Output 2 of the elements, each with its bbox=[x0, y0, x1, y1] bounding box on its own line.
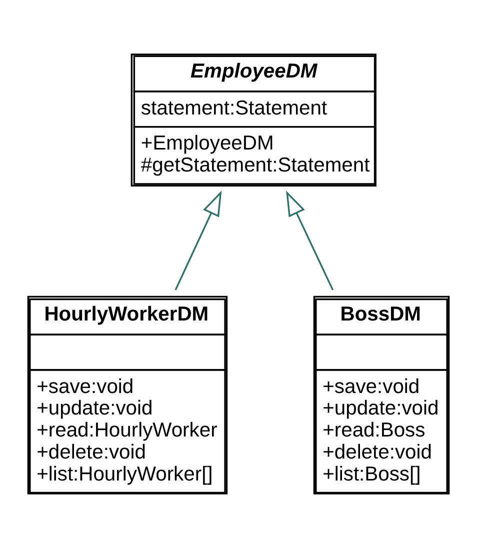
arrow bbox=[286, 190, 334, 290]
arrow bbox=[174, 190, 222, 290]
